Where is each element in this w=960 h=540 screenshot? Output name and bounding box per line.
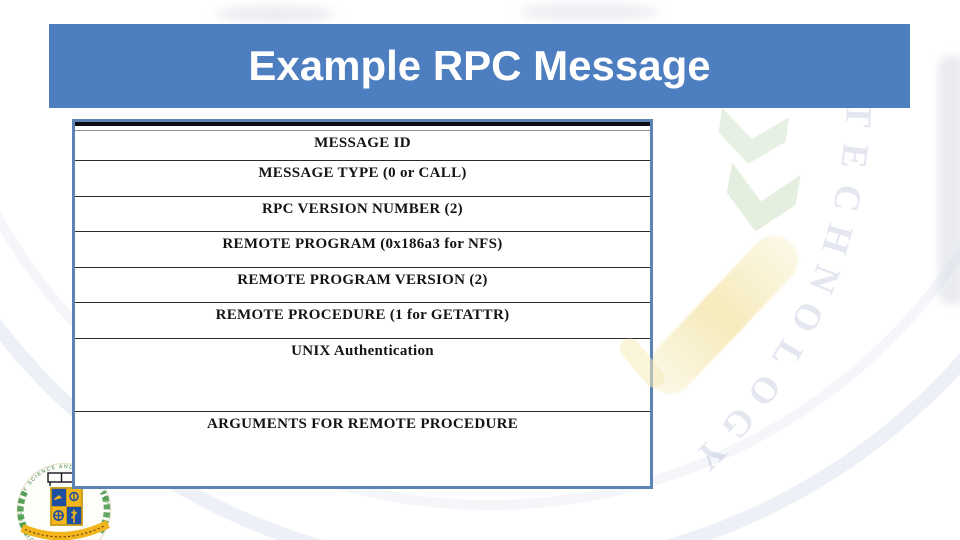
rpc-field-row: REMOTE PROCEDURE (1 for GETATTR) [75,303,650,339]
seal-glyph-bottom-right [71,509,78,523]
title-bar: Example RPC Message [49,24,910,108]
rpc-field-row: RPC VERSION NUMBER (2) [75,197,650,232]
slide-title: Example RPC Message [248,42,711,89]
watermark-circle-inner [0,0,960,510]
watermark-smudge [215,6,335,22]
seal-ribbon-text-marks [24,525,106,538]
rpc-field-row: MESSAGE TYPE (0 or CALL) [75,161,650,197]
rpc-field-row: ARGUMENTS FOR REMOTE PROCEDURE [206,415,519,432]
rpc-field-row: MESSAGE ID [75,131,650,161]
rpc-field-row: REMOTE PROGRAM VERSION (2) [75,268,650,303]
watermark-smudge [938,55,960,305]
seal-glyph-top-left [54,495,62,500]
seal-shield [50,487,83,526]
watermark-smudge [520,3,660,21]
rpc-field-row: UNIX Authentication [75,339,650,412]
rpc-field-row: REMOTE PROGRAM (0x186a3 for NFS) [75,232,650,268]
table-top-gray-rule [75,130,650,131]
table-top-black-rule [75,122,650,126]
table-top-gap [75,126,650,130]
